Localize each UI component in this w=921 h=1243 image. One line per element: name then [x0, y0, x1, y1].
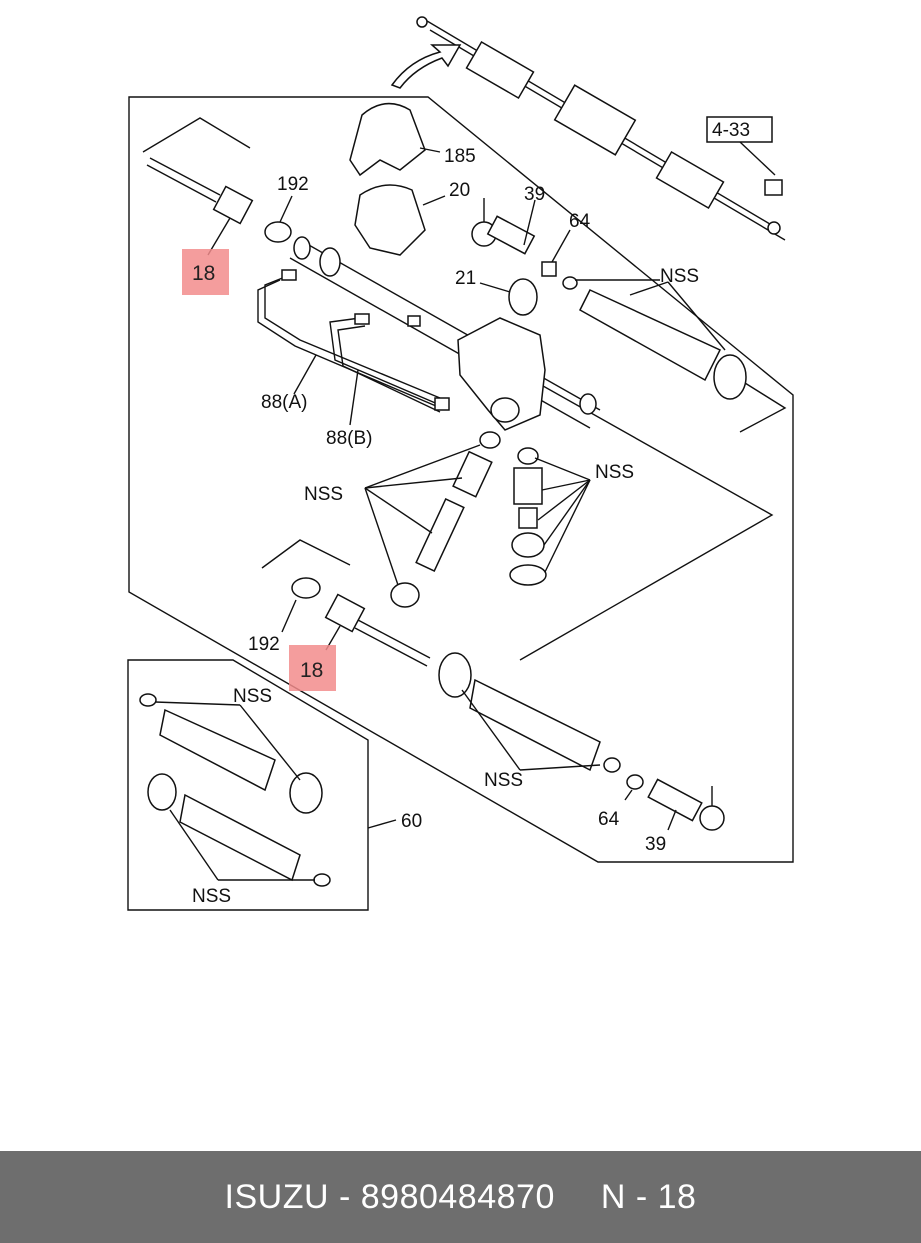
subframe-mid	[261, 539, 351, 569]
boot-bottom-main	[438, 652, 725, 831]
main-panel-outline	[128, 96, 794, 863]
callout-nss-boot-top: NSS	[660, 266, 699, 287]
footer-bar: ISUZU - 8980484870 N - 18	[0, 1151, 921, 1243]
callout-192-bottom: 192	[248, 634, 280, 655]
callout-21: 21	[455, 268, 476, 289]
bushing-20	[354, 184, 446, 256]
subframe-right	[739, 382, 787, 433]
tie-rod-end-39-top	[471, 198, 571, 277]
kit-60-boots	[139, 693, 397, 887]
callout-64-top: 64	[569, 211, 591, 232]
ref-leader-4-33	[739, 141, 776, 176]
footer-diagram-ref: N - 18	[600, 1177, 697, 1216]
callout-39-bottom: 39	[645, 834, 666, 855]
callout-nss-kit-top: NSS	[233, 686, 272, 707]
footer-brand-part-number: ISUZU - 8980484870	[224, 1177, 555, 1216]
callout-nss-boot-bottom: NSS	[484, 770, 523, 791]
callout-60: 60	[401, 811, 422, 832]
exploded-parts-diagram: 185 20 39 64 21 192 18 88(A) 88(B) 4-33 …	[127, 16, 794, 911]
callout-64-bottom: 64	[598, 809, 620, 830]
callout-18-bottom: 18	[300, 659, 323, 682]
highlight-18-top	[182, 249, 229, 295]
callout-nss-valve-right: NSS	[595, 462, 634, 483]
callout-20: 20	[449, 180, 470, 201]
collar-21	[479, 278, 538, 316]
callout-185: 185	[444, 146, 476, 167]
callout-18-top: 18	[192, 262, 215, 285]
subframe-valve	[519, 372, 774, 661]
tie-rod-18-bottom	[281, 577, 431, 667]
subframe-top-left	[142, 117, 251, 153]
tie-rod-18-top	[146, 157, 293, 256]
nut-4-33	[764, 179, 783, 196]
callout-nss-kit-bottom: NSS	[192, 886, 231, 907]
highlight-18-bottom	[289, 645, 336, 691]
pipes-88	[257, 269, 450, 426]
callout-39-top: 39	[524, 184, 545, 205]
ref-box-4-33	[706, 116, 773, 143]
callout-88a: 88(A)	[261, 392, 307, 413]
callout-nss-valve-left: NSS	[304, 484, 343, 505]
bracket-185	[349, 102, 441, 177]
valve-parts	[364, 431, 591, 608]
rack-overview	[390, 16, 786, 241]
callout-4-33: 4-33	[712, 120, 750, 141]
rack-housing	[289, 236, 601, 431]
kit-60-panel	[127, 659, 369, 911]
callout-88b: 88(B)	[326, 428, 372, 449]
callout-192-top: 192	[277, 174, 309, 195]
boot-right-top	[562, 276, 747, 400]
